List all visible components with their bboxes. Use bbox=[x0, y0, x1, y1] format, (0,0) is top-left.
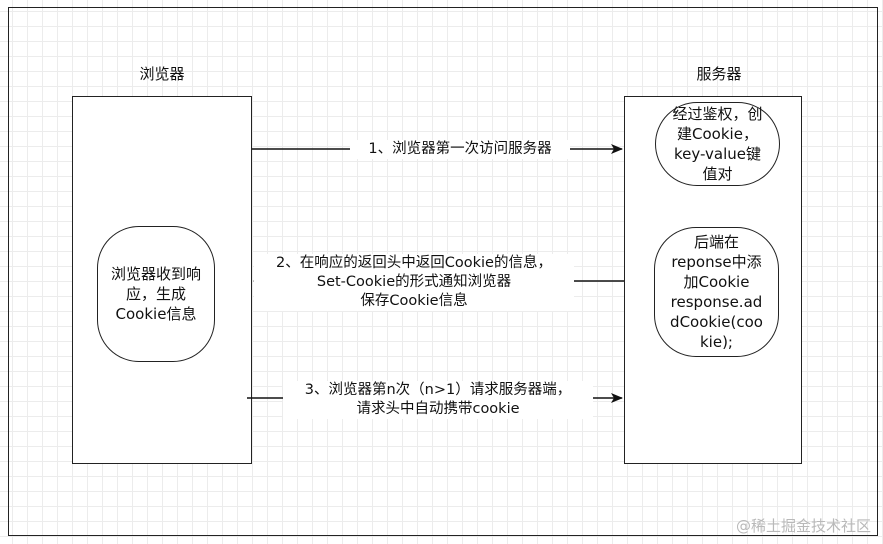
server-backend-note: 后端在 reponse中添 加Cookie response.ad dCooki… bbox=[654, 227, 779, 357]
server-label: 服务器 bbox=[696, 65, 742, 83]
diagram-frame bbox=[8, 7, 878, 536]
message-step1: 1、浏览器第一次访问服务器 bbox=[350, 140, 570, 159]
message-step3: 3、浏览器第n次（n>1）请求服务器端， 请求头中自动携带cookie bbox=[283, 381, 593, 419]
browser-label: 浏览器 bbox=[139, 65, 185, 83]
browser-receive-note: 浏览器收到响 应，生成 Cookie信息 bbox=[97, 226, 215, 362]
message-step2: 2、在响应的返回头中返回Cookie的信息， Set-Cookie的形式通知浏览… bbox=[254, 254, 574, 311]
watermark: @稀土掘金技术社区 bbox=[735, 517, 871, 535]
server-auth-note: 经过鉴权，创 建Cookie， key-value键 值对 bbox=[655, 102, 780, 186]
